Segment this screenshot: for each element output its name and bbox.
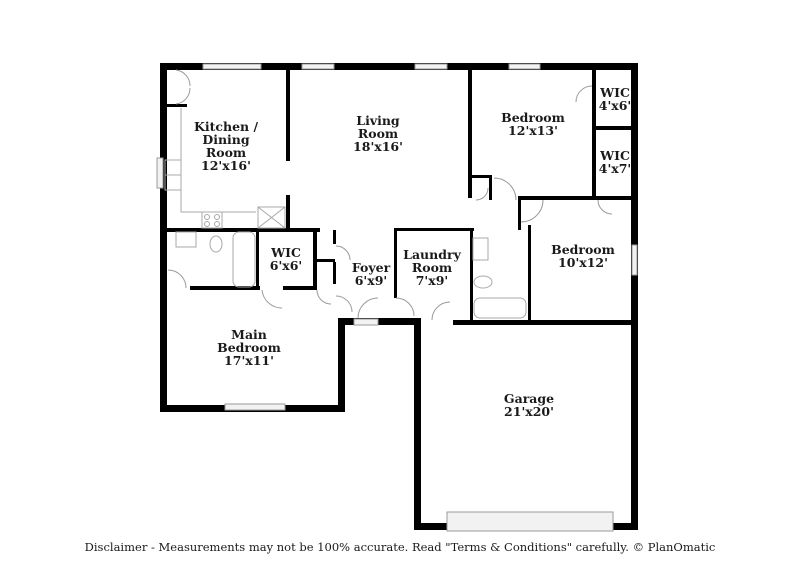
- room-dimensions: 17'x11': [224, 353, 274, 368]
- interior-walls: [160, 68, 636, 323]
- room-dimensions: 12'x16': [201, 158, 251, 173]
- room-name: Kitchen /: [193, 119, 259, 134]
- room-label-bedroom-e: Bedroom 10'x12': [551, 243, 615, 269]
- fixtures: [164, 108, 527, 319]
- room-dimensions: 4'x7': [598, 161, 632, 176]
- room-label-kitchen-dining: Kitchen / Dining Room 12'x16': [194, 120, 258, 172]
- room-dimensions: 12'x13': [508, 123, 558, 138]
- room-name: Living: [356, 113, 400, 128]
- room-name: Laundry: [403, 247, 461, 262]
- room-name: Room: [411, 260, 453, 275]
- room-label-laundry: Laundry Room 7'x9': [403, 248, 461, 287]
- room-label-main-bedroom: Main Bedroom 17'x11': [217, 328, 281, 367]
- room-dimensions: 6'x6': [269, 258, 303, 273]
- doors: [167, 69, 613, 321]
- room-name: Room: [205, 145, 247, 160]
- room-dimensions: 4'x6': [598, 98, 632, 113]
- room-dimensions: 21'x20': [504, 404, 554, 419]
- room-label-foyer: Foyer 6'x9': [352, 261, 390, 287]
- room-dimensions: 10'x12': [558, 255, 608, 270]
- room-name: WIC: [271, 245, 301, 260]
- room-name: Dining: [202, 132, 250, 147]
- room-label-wic-ne-2: WIC 4'x7': [599, 149, 632, 175]
- room-name: Bedroom: [217, 340, 281, 355]
- room-name: Bedroom: [551, 242, 615, 257]
- room-label-garage: Garage 21'x20': [504, 392, 554, 418]
- room-name: WIC: [600, 85, 630, 100]
- room-name: Garage: [503, 391, 555, 406]
- room-name: Room: [357, 126, 399, 141]
- room-dimensions: 7'x9': [415, 273, 449, 288]
- room-name: Main: [231, 327, 267, 342]
- windows: [156, 63, 638, 532]
- room-name: Bedroom: [501, 110, 565, 125]
- room-label-living-room: Living Room 18'x16': [353, 114, 403, 153]
- room-name: Foyer: [351, 260, 391, 275]
- room-label-wic-ne-1: WIC 4'x6': [599, 86, 632, 112]
- disclaimer-text: Disclaimer - Measurements may not be 100…: [84, 540, 716, 554]
- room-label-wic-main: WIC 6'x6': [270, 246, 303, 272]
- room-dimensions: 18'x16': [353, 139, 403, 154]
- room-dimensions: 6'x9': [354, 273, 388, 288]
- room-name: WIC: [600, 148, 630, 163]
- room-label-bedroom-ne: Bedroom 12'x13': [501, 111, 565, 137]
